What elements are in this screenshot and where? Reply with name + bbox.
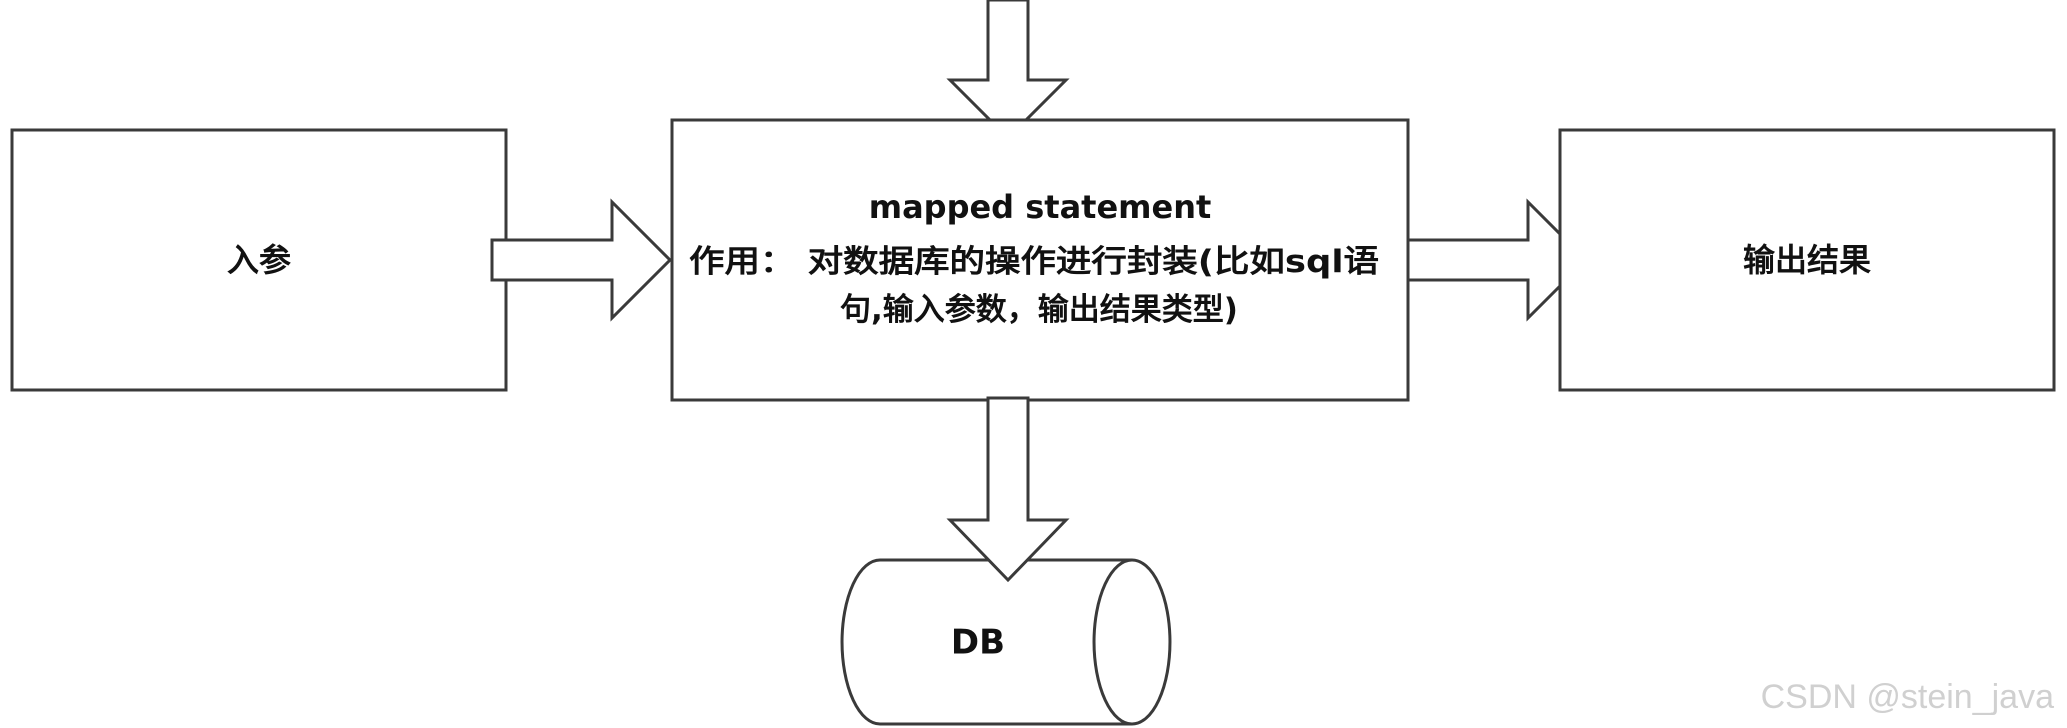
mapped-statement-desc-line1: 作用： 对数据库的操作进行封装(比如sql语	[689, 244, 1379, 280]
statement-to-output-arrow	[1406, 198, 1589, 322]
database-cylinder	[840, 558, 1172, 726]
mapped-statement-desc-line2: 句,输入参数，输出结果类型)	[840, 292, 1238, 328]
statement-to-db-arrow	[946, 396, 1070, 583]
input-box	[10, 128, 508, 392]
top-arrow	[946, 0, 1070, 141]
database-body	[840, 558, 1172, 726]
database-label: DB	[951, 623, 1005, 663]
watermark-text: CSDN @stein_java	[1761, 678, 2054, 716]
mapped-statement-title: mapped statement	[869, 188, 1212, 226]
input-label: 入参	[227, 241, 291, 279]
input-to-statement-arrow	[490, 198, 673, 322]
database-front-edge	[1092, 558, 1133, 726]
mapped-statement-box	[670, 118, 1410, 402]
output-label: 输出结果	[1743, 241, 1871, 279]
output-box	[1558, 128, 2056, 392]
